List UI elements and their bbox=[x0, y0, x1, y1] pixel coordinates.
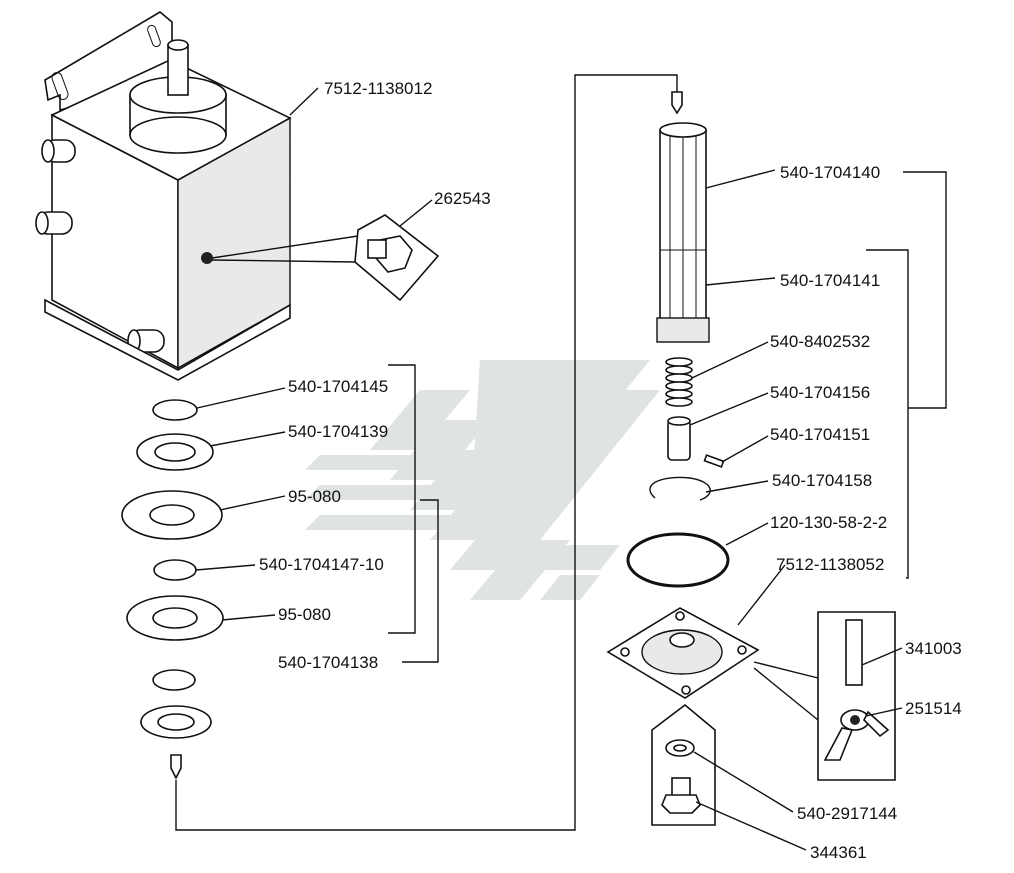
label-gasket-top: 540-1704139 bbox=[288, 422, 388, 441]
label-spring: 540-8402532 bbox=[770, 332, 870, 351]
o-ring bbox=[626, 532, 730, 588]
ring-bottom bbox=[152, 669, 196, 691]
ring-top bbox=[152, 399, 198, 421]
part-labels: 7512-1138012 262543 540-1704140 540-1704… bbox=[259, 79, 962, 862]
label-element: 540-1704141 bbox=[780, 271, 880, 290]
connector-line bbox=[175, 74, 678, 831]
label-bolt: 344361 bbox=[810, 843, 867, 862]
label-snapring: 540-1704158 bbox=[772, 471, 872, 490]
label-stud: 341003 bbox=[905, 639, 962, 658]
label-filter: 540-1704140 bbox=[780, 163, 880, 182]
label-disc-1: 95-080 bbox=[288, 487, 341, 506]
label-ring-top: 540-1704145 bbox=[288, 377, 388, 396]
label-washer-small: 540-2917144 bbox=[797, 804, 897, 823]
left-stack-parts bbox=[121, 399, 224, 780]
label-wingnut: 251514 bbox=[905, 699, 962, 718]
ring-mid bbox=[153, 559, 197, 581]
watermark-logo bbox=[305, 360, 660, 600]
label-disc-2: 95-080 bbox=[278, 605, 331, 624]
right-stack-parts bbox=[606, 91, 896, 826]
leader-lines bbox=[195, 87, 947, 851]
label-tank: 7512-1138012 bbox=[324, 79, 432, 98]
label-ring-mid: 540-1704147-10 bbox=[259, 555, 384, 574]
label-plug: 262543 bbox=[434, 189, 491, 208]
tank-assembly bbox=[35, 11, 292, 381]
plug-callout bbox=[211, 214, 440, 302]
bracket-slot bbox=[51, 72, 69, 100]
snap-ring bbox=[649, 476, 711, 501]
stud bbox=[845, 619, 863, 686]
label-pin: 540-1704151 bbox=[770, 425, 870, 444]
label-oring: 120-130-58-2-2 bbox=[770, 513, 887, 532]
pin bbox=[703, 454, 725, 468]
label-set-left: 540-1704138 bbox=[278, 653, 378, 672]
label-valve: 540-1704156 bbox=[770, 383, 870, 402]
bolt bbox=[661, 777, 701, 814]
valve bbox=[667, 419, 691, 461]
wing-nut bbox=[823, 709, 890, 761]
spring bbox=[665, 357, 693, 407]
bracket-slot bbox=[147, 24, 161, 48]
label-cover: 7512-1138052 bbox=[776, 555, 884, 574]
